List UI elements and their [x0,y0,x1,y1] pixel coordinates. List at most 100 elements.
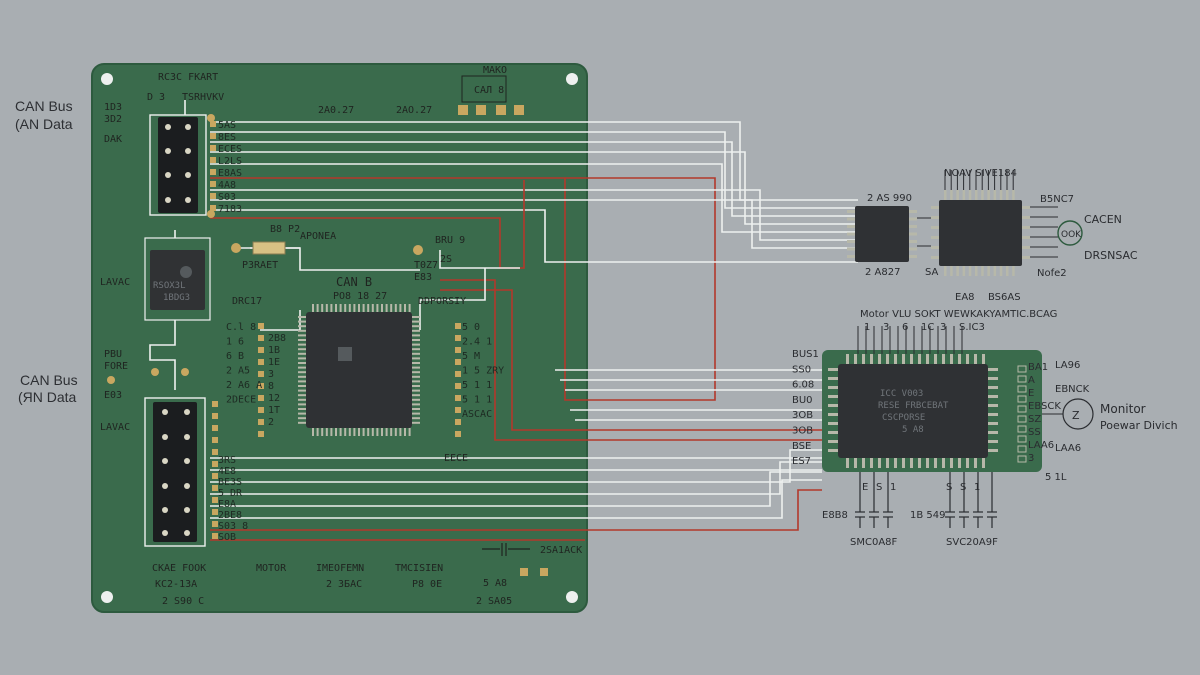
mcu-pin [298,316,306,318]
pin-label: E8AS [218,168,242,179]
pad [207,114,215,122]
mcu-pin [412,366,420,369]
pin-label: 5 DR [218,488,243,499]
chip-large-text: CSCPORSE [882,413,925,423]
pin-label: BE3S [218,477,242,488]
chip-pin [999,190,1003,200]
chip-pad [1017,435,1027,443]
mount-hole [566,591,578,603]
connector-top [149,114,207,216]
cap-label: 1B 549 [910,510,946,521]
chip-pin [974,458,977,468]
chip-large [822,326,1042,472]
pad [212,401,218,407]
resistor-label: B8 P2 [270,224,300,235]
chip-pin [988,395,998,398]
mcu-left-pin-label: C.l 8 [226,322,256,333]
chip-pad [1017,375,1027,383]
mcu-pin [362,304,365,312]
chip-large-ext: 5 1L [1045,472,1067,483]
chip-pad [1017,365,1027,373]
mcu-pin-value: 8 [268,381,274,392]
chip-pin [981,266,984,276]
chip-pin [950,190,953,200]
trace-group [147,100,858,541]
pad [258,395,264,401]
mcu-pin [321,304,324,312]
mcu-right-pin-label: 5 0 [462,322,480,333]
pad [455,371,461,377]
mcu-pin-value: 2 [268,417,274,428]
mcu-pin [412,408,420,410]
mcu-pin-value: 1E [268,357,280,368]
mcu-pin [344,304,347,312]
pin-label: E8A [218,499,236,510]
mcu-left-pin-label: 2 A6 A [226,380,262,391]
chip-large-right-pin: LAA6 [1028,440,1054,451]
chip-pin [1022,216,1030,219]
chip-pin [982,354,985,364]
chip-pin [1022,236,1030,239]
chip-pin [847,255,855,258]
mcu-pin [399,304,402,312]
trace-white [419,268,486,330]
chip-large-left-pin: 3OB [792,426,813,437]
pin-label: SOB [218,532,236,543]
mcu-left-header: DRC17 [232,296,262,307]
silk-label: TSRHVKV [182,92,224,103]
chip-pin [846,458,849,468]
chip-pin [909,232,917,236]
chip-pin [931,256,939,259]
chip-b-label: B5NC7 [1040,194,1074,205]
bottom-label: P8 0E [412,579,442,590]
trace-red [210,177,716,401]
chip-pin [1022,256,1030,259]
pad [212,533,218,539]
chip-b-label: SA [925,267,939,278]
chip-large-top-pin: 3 [940,322,946,333]
chip-small-a [847,206,917,262]
chip-large-top-pin: 1C [921,322,934,333]
mcu-pin [298,371,306,374]
can-bus-label-bottom: CAN Bus [20,372,78,388]
chip-large-text: 5 A8 [902,425,924,435]
value-label: 2AO.27 [396,105,432,116]
chip-pin [944,190,947,200]
chip-large-ext: LAA6 [1055,443,1081,454]
mcu-pin [376,428,379,436]
trace-white [149,320,176,390]
chip-pin [1012,190,1015,200]
pad [212,425,218,431]
trace-white [210,471,822,507]
mcu-pin [385,428,388,436]
chip-pin [828,395,838,398]
mcu-pin [371,304,374,312]
chip-large-left-pin: ES7 [792,456,811,467]
mcu-pin [298,329,306,332]
mcu-pin [335,428,337,436]
pad [455,347,461,353]
mcu-pin [339,428,342,436]
chip-large-ext: LA96 [1055,360,1080,371]
mcu-pin [412,357,420,360]
chip-pin [828,368,838,371]
motor-label: Monitor [1100,402,1146,416]
chip-pin [870,458,873,468]
mcu-pin [335,304,337,312]
mcu-pin [394,428,397,436]
chip-pad [1017,395,1027,403]
chip-pin [926,354,929,364]
node-sub: 2S [440,254,452,265]
chip-pin [950,266,953,276]
sensor-circle [1057,220,1083,246]
chip-pin [988,431,998,434]
mcu-pin [412,389,420,392]
chip-pin [909,255,917,258]
trace-white [210,151,858,225]
mcu-pin [412,371,420,374]
mcu-pin [412,417,420,420]
mcu-pin [298,352,306,355]
mcu-pin [381,304,383,312]
mcu-pin [362,428,365,436]
chip-large-right-pin: EBSCK [1028,401,1061,412]
